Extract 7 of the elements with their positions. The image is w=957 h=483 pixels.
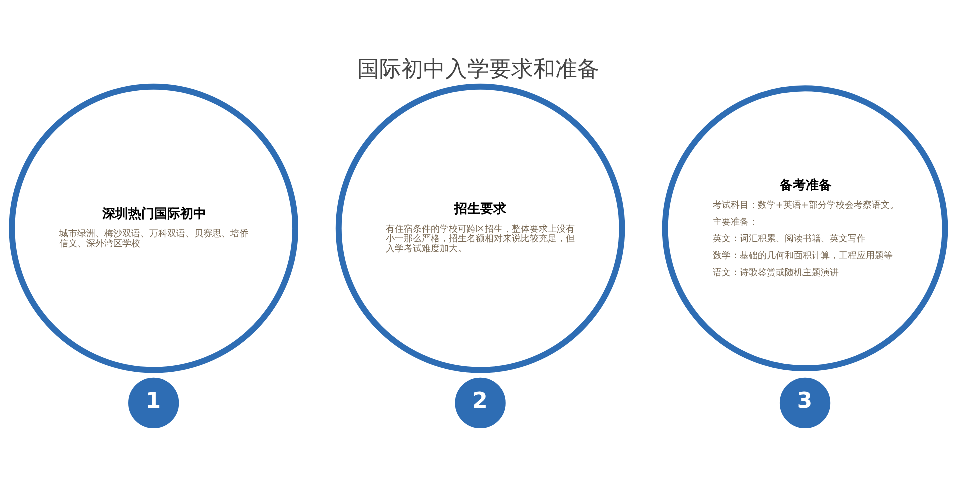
node-circle: 1 [128, 378, 180, 429]
node-circle: 3 [780, 378, 831, 429]
node-circle: 招生要求 有住宿条件的学校可跨区招生，整体要求上没有小一那么严格，招生名额相对来说比较充足，但入学考试难度加大。 [336, 84, 626, 374]
diagram-title: 国际初中入学要求和准备 [357, 57, 600, 82]
node-circle: 备考准备 考试科目：数学+英语+部分学校会考察语文。 主要准备： 英文：词汇积累、阅读书籍、英文写作 数学：基础的几何和面积计算，工程应用题等 语文：诗歌鉴赏或随机主题演讲 [662, 86, 948, 372]
node-circle: 深圳热门国际初中 城市绿洲、梅沙双语、万科双语、贝赛思、培侨信义、深外湾区学校 [9, 84, 298, 374]
node-circle: 2 [455, 378, 506, 429]
